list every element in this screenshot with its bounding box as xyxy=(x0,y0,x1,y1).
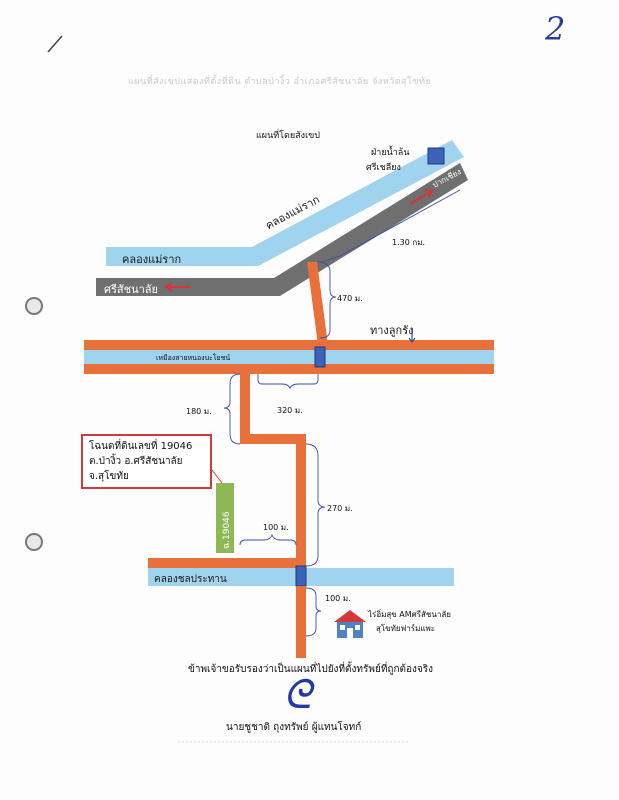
road-left-label: ศรีสัชนาลัย xyxy=(104,283,158,296)
deed-line-2: ต.ป่างิ้ว อ.ศรีสัชนาลัย xyxy=(89,456,183,467)
canal-middle-label: เหมืองสายหนองบะโยชน์ xyxy=(156,354,231,362)
canal-middle xyxy=(84,350,494,364)
distance-d5: 270 ม. xyxy=(327,504,353,513)
scan-mark xyxy=(47,35,63,53)
brace-d4 xyxy=(257,374,319,390)
railway-pointer xyxy=(408,328,416,343)
map-title: แผนที่โดยสังเขป xyxy=(256,131,320,141)
signature: ᘓ xyxy=(283,672,312,718)
arrow-right xyxy=(409,189,434,205)
punch-hole-bottom xyxy=(25,533,43,551)
canal-bottom-label: คลองชลประทาน xyxy=(154,574,227,585)
plot-19046 xyxy=(216,483,234,553)
railway-label: ทางลูกรัง xyxy=(370,324,414,337)
road-segment-180 xyxy=(240,374,250,444)
canal-top-label: คลองแม่ราก xyxy=(122,253,182,266)
brace-d1 xyxy=(321,189,461,263)
station-top-label: ฝ่ายน้ำล้น xyxy=(371,148,410,158)
road-segment-100 xyxy=(296,586,306,658)
page-number: 2 xyxy=(545,10,566,48)
faded-header: แผนที่สังเขปแสดงที่ตั้งที่ดิน ตำบลป่างิ้… xyxy=(128,77,432,87)
distance-d1: 1.30 กม. xyxy=(392,238,426,247)
distance-d7: 100 ม. xyxy=(325,594,351,603)
deed-line-1: โฉนดที่ดินเลขที่ 19046 xyxy=(89,441,193,452)
distance-d4: 320 ม. xyxy=(277,406,303,415)
brace-d7 xyxy=(305,587,322,637)
farm-sub: สุโขทัยฟาร์มแพะ xyxy=(376,624,436,633)
distance-d2: 470 ม. xyxy=(337,294,363,303)
brace-d5 xyxy=(305,443,326,567)
gate-middle xyxy=(314,346,326,368)
deed-box: โฉนดที่ดินเลขที่ 19046 ต.ป่างิ้ว อ.ศรีสั… xyxy=(81,434,212,489)
house-icon xyxy=(334,610,366,638)
brace-d6 xyxy=(239,533,297,546)
road-segment-h xyxy=(240,434,306,444)
distance-d3: 180 ม. xyxy=(186,407,212,416)
punch-hole-top xyxy=(25,297,43,315)
certification-text: ข้าพเจ้าขอรับรองว่าเป็นแผนที่ไปยังที่ตั้… xyxy=(188,664,434,675)
arrow-left xyxy=(164,282,190,292)
road-middle-upper xyxy=(84,340,494,350)
brace-d3 xyxy=(223,373,241,445)
farm-name: ไร่อิ่มสุข AMศรีสัชนาลัย xyxy=(368,610,451,619)
road-connector-470 xyxy=(307,262,328,345)
canal-top xyxy=(106,140,464,266)
distance-d6: 100 ม. xyxy=(263,523,289,532)
brace-d2 xyxy=(317,261,337,339)
road-segment-270 xyxy=(296,434,306,658)
station-sub-label: ศรีเชลียง xyxy=(366,163,401,173)
deed-line-3: จ.สุโขทัย xyxy=(89,471,129,482)
road-to-plot xyxy=(148,558,306,568)
station-top xyxy=(427,147,445,165)
road-gray xyxy=(96,163,468,296)
road-middle-lower xyxy=(84,364,494,374)
signer-name: นายชูชาติ ถุงทรัพย์ ผู้แทนโจทก์ xyxy=(226,722,362,733)
